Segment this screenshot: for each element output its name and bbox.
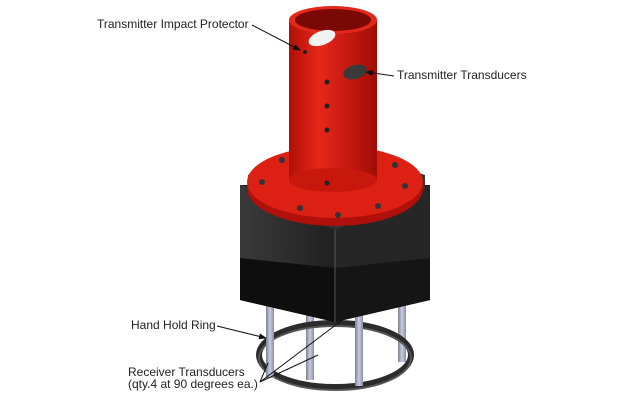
label-receiver-transducers: Receiver Transducers [128, 365, 245, 379]
transmitter-impact-protector [289, 6, 377, 192]
receiver-rods-front [266, 300, 363, 386]
label-transmitter-impact-protector: Transmitter Impact Protector [97, 17, 249, 31]
label-hand-hold-ring: Hand Hold Ring [131, 318, 216, 332]
label-receiver-transducers-qty: (qty.4 at 90 degrees ea.) [128, 377, 258, 391]
receiver-rods [306, 300, 406, 380]
hand-hold-ring [256, 320, 414, 390]
label-transmitter-transducers: Transmitter Transducers [397, 68, 527, 82]
leader-lines [216, 24, 395, 383]
